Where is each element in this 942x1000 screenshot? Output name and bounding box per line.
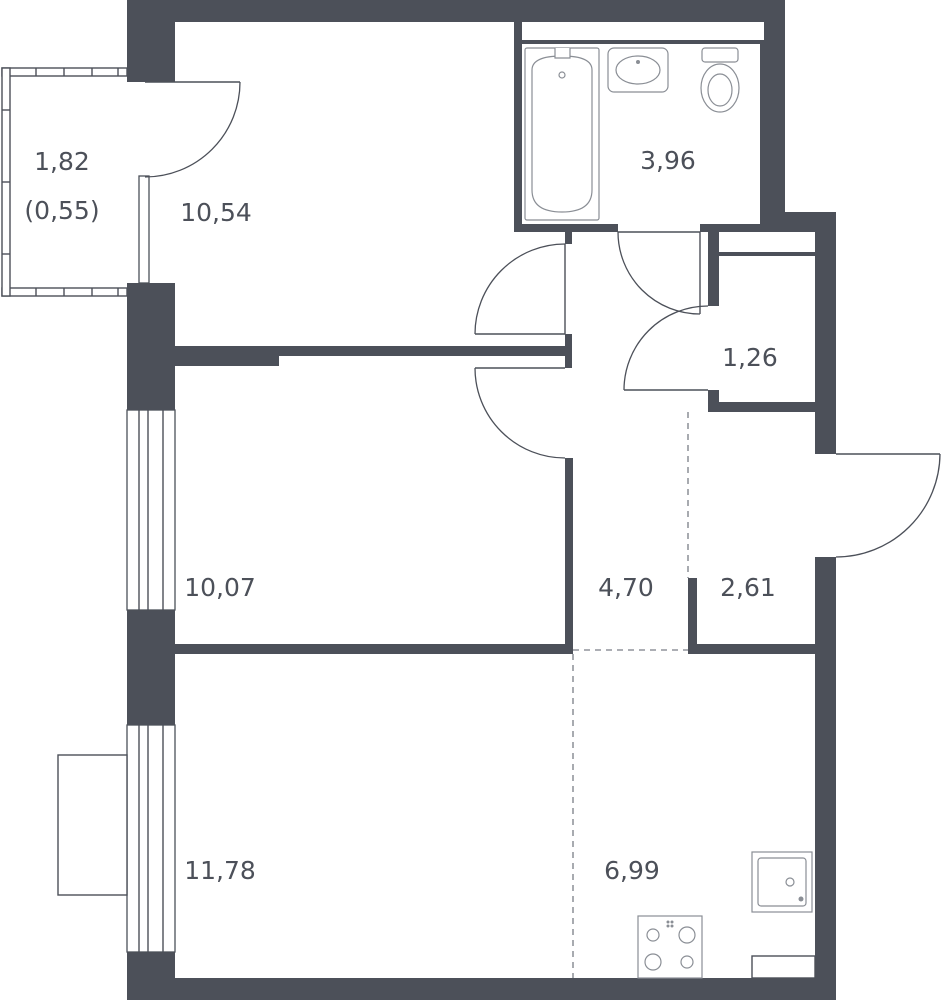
storage-inner-top: [719, 252, 815, 256]
hall-wall-bottom: [688, 644, 815, 654]
balcony-reduced-area-label: (0,55): [24, 196, 99, 225]
bathroom-wall-bottom-left: [514, 224, 618, 232]
corridor-stub-top: [565, 232, 572, 244]
storage-area-label: 1,26: [722, 343, 778, 372]
kitchen-sink-icon: [751, 851, 813, 913]
interior-walls: [175, 22, 815, 654]
balcony: [1, 67, 128, 297]
storage-wall-left-bottom: [708, 390, 719, 410]
corridor-area-label: 4,70: [598, 573, 654, 602]
hall-area-label: 2,61: [720, 573, 776, 602]
bathroom-area-label: 3,96: [640, 146, 696, 175]
wall-right-lower: [815, 557, 836, 1000]
room-middle-left-area-label: 10,07: [184, 573, 256, 602]
wall-left-pier-2: [127, 610, 175, 725]
window-bottom-room: [126, 724, 176, 953]
hall-wall-stub: [688, 578, 697, 654]
room-top-left-area-label: 10,54: [180, 198, 252, 227]
bathroom-inner-right: [760, 40, 764, 224]
external-unit-box: [57, 754, 128, 896]
wall-bottom: [127, 978, 836, 1000]
doors: [474, 231, 941, 558]
storage-wall-left-top: [708, 232, 719, 306]
kitchen-area-label: 6,99: [604, 856, 660, 885]
wall-left-pier-3: [127, 952, 175, 1000]
wall-right-upper: [764, 0, 785, 232]
bathroom-wall-left: [514, 22, 522, 232]
washbasin-icon: [607, 47, 669, 93]
bathroom-wall-bottom-right: [700, 224, 772, 232]
wall-rooms-upper-divider: [175, 346, 570, 356]
bathtub-icon: [524, 47, 600, 221]
wall-right-middle: [815, 212, 836, 454]
windows: [57, 175, 176, 953]
wall-corridor-left: [565, 458, 573, 654]
outer-walls: [127, 0, 836, 1000]
wall-left-top-pier: [127, 0, 175, 82]
wall-rooms-upper-divider-thick: [175, 346, 279, 366]
zone-lines: [572, 412, 689, 978]
storage-wall-bottom: [708, 402, 815, 412]
fridge-niche: [751, 955, 816, 979]
balcony-area-label: 1,82: [34, 147, 90, 176]
window-middle-room: [126, 409, 176, 611]
stove-icon: [637, 915, 703, 979]
area-labels: 1,82 (0,55) 10,54 3,96 1,26 10,07 4,70 2…: [24, 146, 777, 885]
wall-rooms-lower-divider: [175, 644, 573, 654]
wall-top: [127, 0, 785, 22]
balcony-door: [144, 81, 241, 178]
corridor-stub-mid: [565, 334, 572, 368]
toilet-icon: [700, 47, 740, 113]
balcony-door-glazing: [138, 175, 150, 284]
wall-left-pier-1: [127, 283, 175, 410]
bathroom-inner-top: [522, 40, 764, 44]
room-bottom-left-area-label: 11,78: [184, 856, 256, 885]
